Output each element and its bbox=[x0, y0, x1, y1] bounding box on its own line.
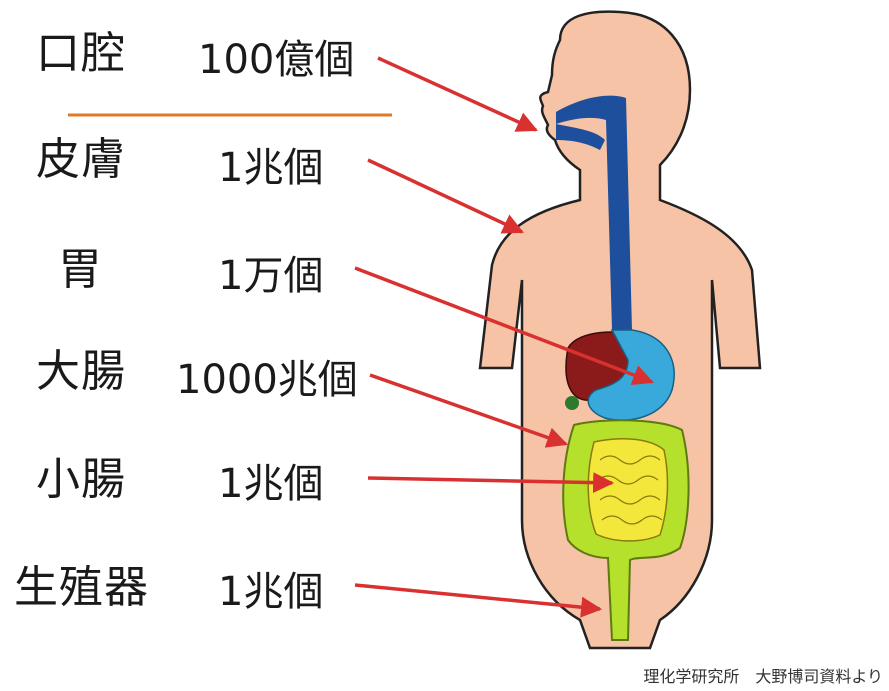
arrow-skin bbox=[368, 160, 522, 232]
count-label-stomach: 1万個 bbox=[218, 256, 323, 296]
organ-label-skin: 皮膚 bbox=[36, 138, 126, 182]
organ-label-small-intestine: 小腸 bbox=[36, 458, 126, 502]
count-label-large-intestine: 1000兆個 bbox=[176, 360, 358, 400]
organ-label-large-intestine: 大腸 bbox=[36, 350, 126, 394]
gallbladder bbox=[565, 396, 579, 410]
organ-label-stomach: 胃 bbox=[58, 248, 103, 292]
source-credit: 理化学研究所 大野博司資料より bbox=[643, 663, 883, 687]
count-label-mouth: 100億個 bbox=[198, 40, 354, 80]
count-label-small-intestine: 1兆個 bbox=[218, 464, 323, 504]
count-label-skin: 1兆個 bbox=[218, 148, 323, 188]
arrow-mouth bbox=[378, 58, 536, 130]
organ-label-genital: 生殖器 bbox=[14, 566, 149, 610]
organ-label-mouth: 口腔 bbox=[36, 32, 126, 76]
small-intestine bbox=[588, 439, 667, 541]
count-label-genital: 1兆個 bbox=[218, 572, 323, 612]
